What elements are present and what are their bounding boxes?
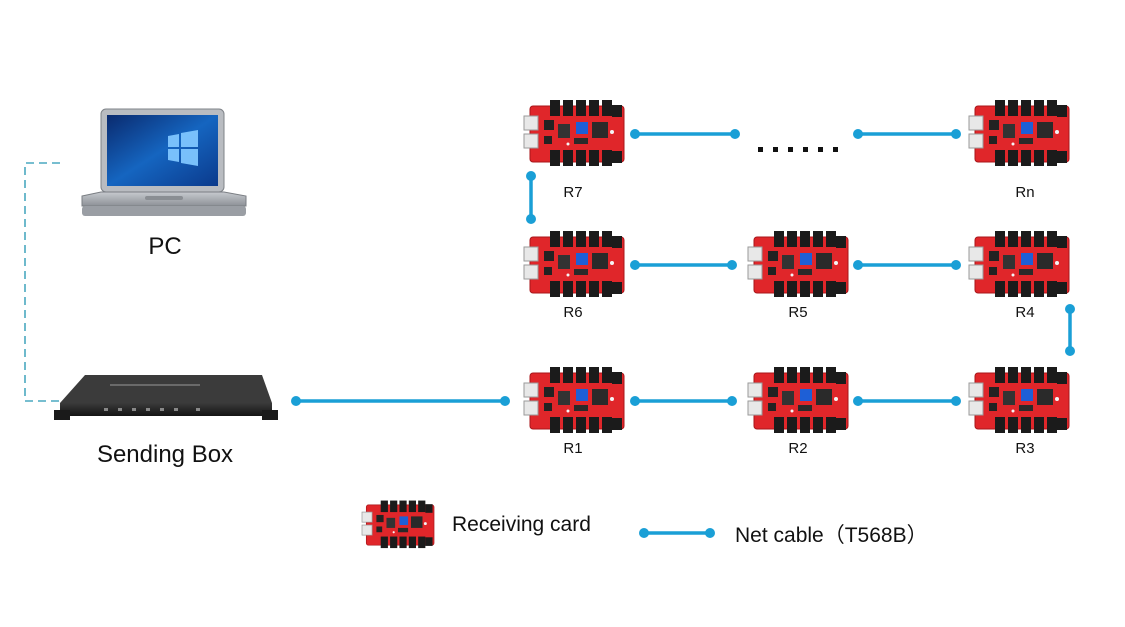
receiving-card-r7	[523, 99, 625, 167]
card-label-rn: Rn	[1015, 184, 1035, 201]
card-label-r5: R5	[788, 304, 808, 321]
receiving-card-r5	[747, 230, 849, 298]
sending-box-label: Sending Box	[96, 441, 234, 468]
card-label-r3: R3	[1015, 440, 1035, 457]
receiving-card-r1	[523, 366, 625, 434]
card-label-r1: R1	[563, 440, 583, 457]
ellipsis-dots	[758, 147, 838, 152]
legend-receiving-card-label: Receiving card	[452, 513, 591, 536]
pc-to-sending-box-dashed-link	[24, 162, 60, 402]
legend-net-cable-icon	[639, 528, 715, 538]
receiving-card-r2	[747, 366, 849, 434]
card-label-r7: R7	[563, 184, 583, 201]
receiving-card-r3	[968, 366, 1070, 434]
legend-net-cable-label: Net cable（T568B）	[735, 524, 928, 547]
card-label-r6: R6	[563, 304, 583, 321]
card-label-r2: R2	[788, 440, 808, 457]
net-cable-links	[291, 129, 1075, 406]
card-label-r4: R4	[1015, 304, 1035, 321]
sending-box-icon	[54, 375, 278, 420]
receiving-card-rn	[968, 99, 1070, 167]
pc-label: PC	[148, 233, 182, 260]
laptop-icon	[81, 108, 247, 216]
legend-receiving-card-icon	[361, 500, 435, 549]
receiving-card-r4	[968, 230, 1070, 298]
receiving-card-r6	[523, 230, 625, 298]
